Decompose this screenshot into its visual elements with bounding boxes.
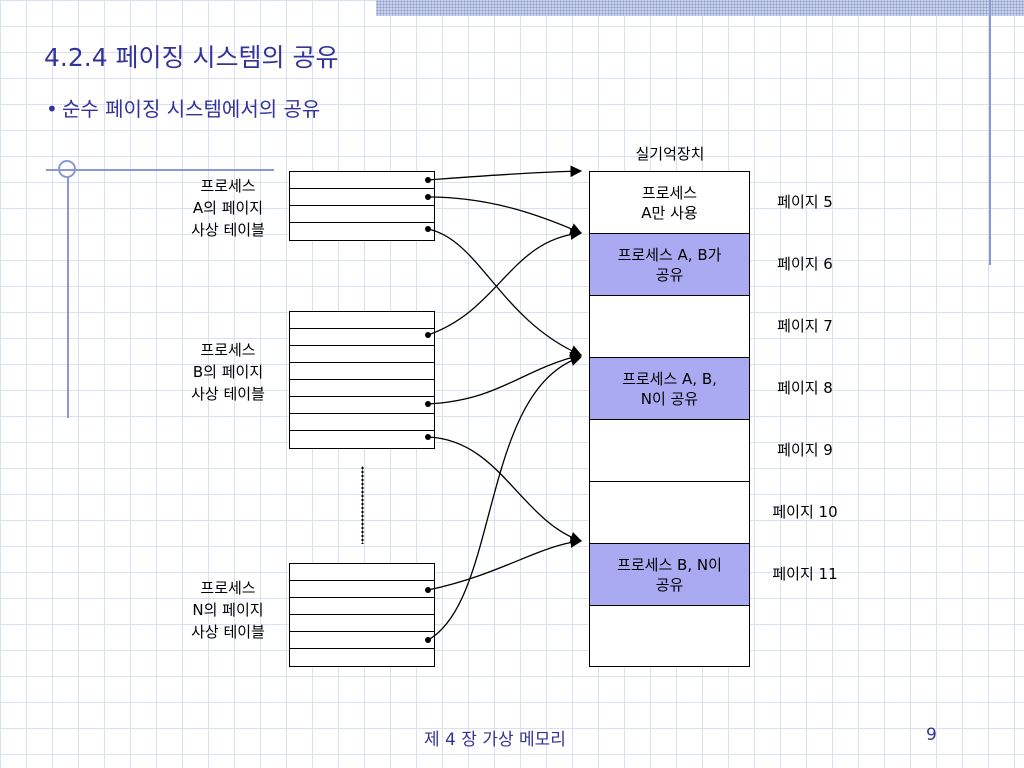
- page-table-entry: [290, 380, 434, 397]
- page-table-entry: [290, 312, 434, 329]
- memory-frame: [590, 482, 749, 544]
- arrow-b6-page8: [427, 351, 583, 405]
- memory-frame: 프로세스 A, B가 공유: [590, 234, 749, 296]
- page-label: 페이지 5: [777, 193, 833, 211]
- process-n-label: 프로세스 N의 페이지 사상 테이블: [191, 579, 265, 641]
- arrow-a2-page6: [427, 196, 583, 235]
- memory-frame: 프로세스 A만 사용: [590, 172, 749, 234]
- page-table-entry: [290, 329, 434, 346]
- page-label: 페이지 8: [777, 379, 833, 397]
- decor-line-horizontal: [46, 169, 274, 171]
- pointer-dot: [425, 401, 431, 407]
- page-label: 페이지 6: [777, 255, 833, 273]
- decor-line-right: [989, 0, 991, 265]
- page-label: 페이지 10: [772, 503, 838, 521]
- arrow-b2-page6: [427, 228, 583, 336]
- page-table-entry: [290, 346, 434, 363]
- decor-circle: [58, 160, 76, 178]
- process-n-page-table: [289, 563, 435, 667]
- page-label: 페이지 11: [772, 565, 838, 583]
- page-table-entry: [290, 581, 434, 598]
- slide-title: 4.2.4 페이징 시스템의 공유: [44, 43, 339, 72]
- process-a-label: 프로세스 A의 페이지 사상 테이블: [191, 177, 265, 239]
- page-table-entry: [290, 206, 434, 223]
- memory-title: 실기억장치: [635, 145, 705, 163]
- pointer-dot: [425, 226, 431, 232]
- pointer-dot: [425, 177, 431, 183]
- arrow-n5-page8: [427, 354, 583, 641]
- arrow-a1-page5: [427, 165, 583, 181]
- arrow-n2-page11: [427, 536, 583, 591]
- page-table-entry: [290, 397, 434, 414]
- header-band: [376, 0, 1024, 16]
- pointer-dot: [425, 637, 431, 643]
- arrow-b8-page11: [427, 436, 583, 544]
- footer-chapter: 제 4 장 가상 메모리: [424, 730, 566, 750]
- process-b-page-table: [289, 311, 435, 449]
- page-table-entry: [290, 363, 434, 380]
- memory-frame: 프로세스 A, B, N이 공유: [590, 358, 749, 420]
- process-b-label: 프로세스 B의 페이지 사상 테이블: [191, 341, 265, 403]
- bullet-item: •순수 페이징 시스템에서의 공유: [46, 93, 320, 122]
- page-label: 페이지 9: [777, 441, 833, 459]
- page-number: 9: [926, 725, 937, 745]
- ellipsis-dots: [361, 466, 364, 544]
- decor-line-vertical: [67, 178, 69, 418]
- memory-frame: 프로세스 B, N이 공유: [590, 544, 749, 606]
- pointer-dot: [425, 194, 431, 200]
- page-table-entry: [290, 598, 434, 615]
- bullet-marker: •: [46, 97, 58, 121]
- arrow-a4-page8: [427, 228, 583, 357]
- pointer-dot: [425, 434, 431, 440]
- pointer-dot: [425, 332, 431, 338]
- page-table-entry: [290, 414, 434, 431]
- page-table-entry: [290, 189, 434, 206]
- memory-frame: [590, 296, 749, 358]
- page-table-entry: [290, 632, 434, 649]
- process-a-page-table: [289, 171, 435, 241]
- page-label: 페이지 7: [777, 317, 833, 335]
- bullet-text: 순수 페이징 시스템에서의 공유: [62, 97, 321, 121]
- memory-frame: [590, 420, 749, 482]
- page-table-entry: [290, 615, 434, 632]
- page-table-entry: [290, 172, 434, 189]
- pointer-dot: [425, 587, 431, 593]
- page-table-entry: [290, 564, 434, 581]
